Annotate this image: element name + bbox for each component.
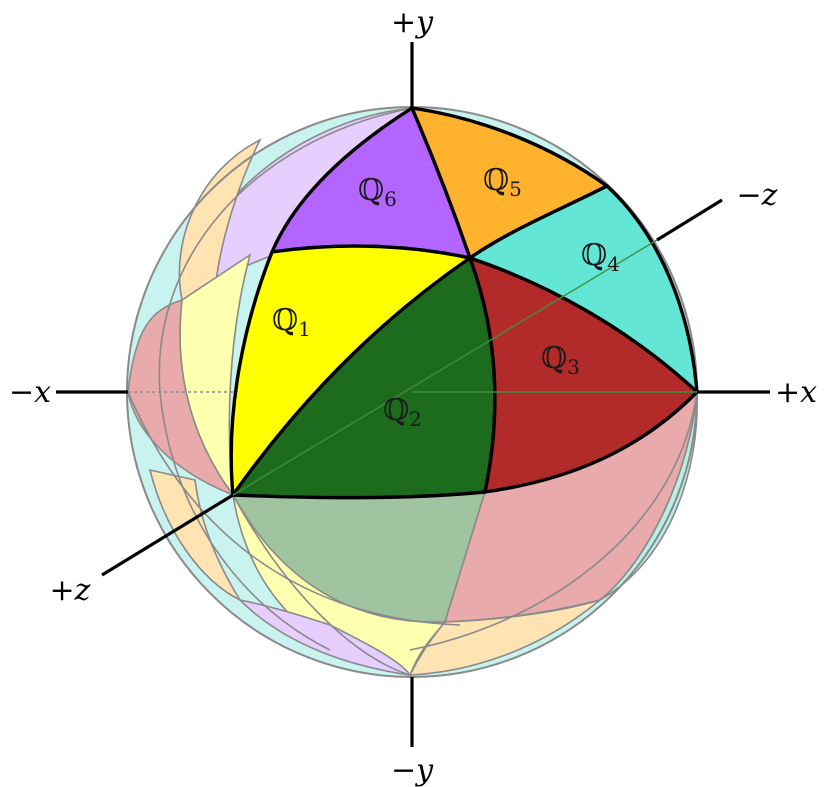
region-q2-symbol: ℚ bbox=[383, 393, 409, 428]
region-label-q1: ℚ1 bbox=[272, 303, 311, 341]
ghost-region-q5-left bbox=[148, 468, 243, 602]
axis-label-pos-z: +z bbox=[50, 573, 91, 608]
axes bbox=[56, 42, 770, 747]
region-q6-index: 6 bbox=[384, 187, 397, 211]
ghost-region-q3-back-left bbox=[127, 298, 236, 497]
region-q4-index: 4 bbox=[607, 252, 620, 276]
ghost-region-q5-back bbox=[178, 138, 262, 302]
region-label-q6: ℚ6 bbox=[358, 173, 397, 211]
ghost-region-q5-lower bbox=[408, 599, 601, 676]
ghost-arc-2 bbox=[127, 391, 461, 626]
ghost-region-q6-lower bbox=[237, 598, 412, 677]
axis-label-pos-y: +y bbox=[391, 5, 434, 40]
z-axis-back bbox=[656, 198, 723, 242]
ghost-arc-4 bbox=[159, 391, 331, 651]
axis-label-neg-z: −z bbox=[737, 178, 778, 213]
ghost-arc-1 bbox=[158, 107, 413, 393]
region-q5-index: 5 bbox=[509, 177, 522, 201]
region-q3 bbox=[468, 256, 699, 494]
region-q1-symbol: ℚ bbox=[272, 303, 298, 338]
region-label-q4: ℚ4 bbox=[581, 238, 620, 276]
axis-label-pos-x: +x bbox=[775, 375, 817, 410]
front-regions bbox=[229, 106, 699, 500]
region-label-q2: ℚ2 bbox=[383, 393, 422, 431]
region-label-q5: ℚ5 bbox=[483, 163, 522, 201]
region-q5-symbol: ℚ bbox=[483, 163, 509, 198]
region-q3-index: 3 bbox=[567, 355, 580, 379]
hidden-z-axis-through-q2 bbox=[232, 239, 658, 496]
region-q2-index: 2 bbox=[409, 407, 422, 431]
region-labels: ℚ1 ℚ2 ℚ3 ℚ4 ℚ5 ℚ6 bbox=[272, 163, 620, 431]
region-q3-symbol: ℚ bbox=[541, 341, 567, 376]
z-axis-front bbox=[101, 493, 234, 577]
axis-labels: +y −y +x −x +z −z bbox=[9, 5, 817, 787]
ghost-arc-3 bbox=[232, 494, 411, 676]
axis-label-neg-y: −y bbox=[391, 753, 434, 787]
axis-label-neg-x: −x bbox=[9, 375, 51, 410]
region-q4-symbol: ℚ bbox=[581, 238, 607, 273]
region-q1-index: 1 bbox=[298, 317, 311, 341]
ghost-arc-5 bbox=[409, 391, 698, 651]
region-q6-symbol: ℚ bbox=[358, 173, 384, 208]
ghost-region-q1-lower bbox=[232, 494, 447, 676]
region-label-q3: ℚ3 bbox=[541, 341, 580, 379]
